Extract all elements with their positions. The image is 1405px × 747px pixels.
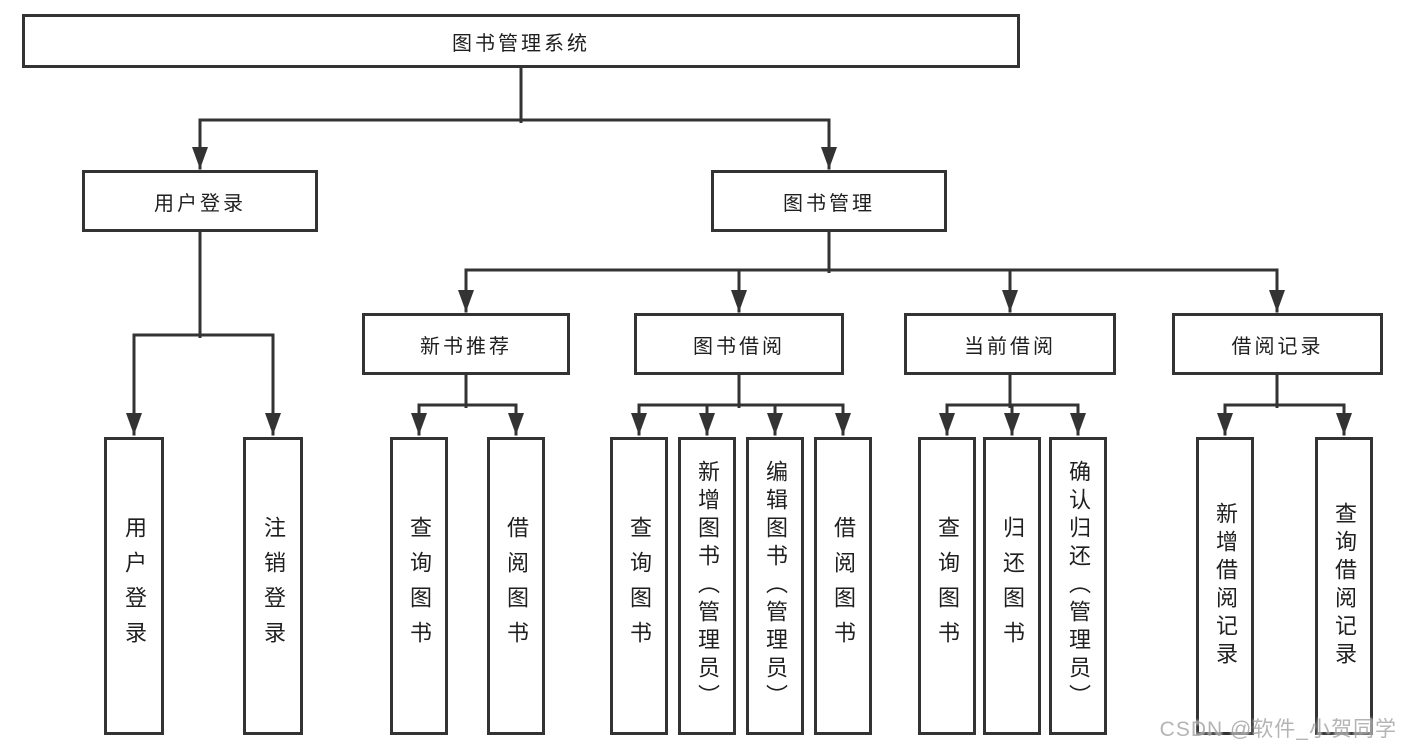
node-user-login: 用户登录 — [82, 170, 318, 232]
node-book-borrowing: 图书借阅 — [634, 313, 844, 375]
leaf-return-books: 归还图书 — [983, 437, 1041, 735]
node-label: 当前借阅 — [964, 335, 1056, 358]
leaf-label: 查询图书 — [935, 516, 960, 656]
leaf-label: 确认归还（管理员） — [1066, 460, 1091, 712]
edge-new-book-recommend-to-leaves — [411, 373, 524, 436]
leaf-edit-books-admin: 编辑图书（管理员） — [746, 437, 804, 735]
leaf-query-borrow-record: 查询借阅记录 — [1315, 437, 1373, 735]
node-root-system: 图书管理系统 — [22, 14, 1020, 68]
leaf-logout: 注销登录 — [243, 437, 303, 735]
leaf-label: 查询借阅记录 — [1332, 502, 1357, 670]
node-label: 新书推荐 — [420, 335, 512, 358]
leaf-add-borrow-record: 新增借阅记录 — [1196, 437, 1254, 735]
leaf-current-query-books: 查询图书 — [918, 437, 976, 735]
leaf-borrowing-query-books: 查询图书 — [610, 437, 668, 735]
edge-book-management-to-sections — [458, 230, 1285, 313]
leaf-borrowing-borrow-books: 借阅图书 — [814, 437, 872, 735]
edge-book-borrowing-to-leaves — [631, 373, 851, 436]
leaf-label: 注销登录 — [261, 516, 286, 656]
node-label: 用户登录 — [154, 192, 246, 215]
leaf-label: 编辑图书（管理员） — [763, 460, 788, 712]
node-label: 图书管理系统 — [452, 32, 590, 55]
csdn-watermark: CSDN @软件_小贺同学 — [1159, 718, 1397, 741]
leaf-label: 借阅图书 — [831, 516, 856, 656]
node-current-borrowing: 当前借阅 — [904, 313, 1116, 375]
leaf-add-books-admin: 新增图书（管理员） — [678, 437, 736, 735]
node-label: 图书借阅 — [693, 335, 785, 358]
leaf-label: 归还图书 — [1000, 516, 1025, 656]
leaf-label: 查询图书 — [407, 516, 432, 656]
edge-borrowing-records-to-leaves — [1217, 373, 1352, 436]
edge-user-login-to-leaves — [126, 230, 281, 436]
node-label: 借阅记录 — [1231, 335, 1324, 358]
node-new-book-recommend: 新书推荐 — [362, 313, 570, 375]
node-borrowing-records: 借阅记录 — [1172, 313, 1383, 375]
leaf-recommend-query-books: 查询图书 — [390, 437, 448, 735]
leaf-label: 借阅图书 — [504, 516, 529, 656]
leaf-label: 查询图书 — [627, 516, 652, 656]
node-book-management: 图书管理 — [711, 170, 947, 232]
leaf-confirm-return-admin: 确认归还（管理员） — [1049, 437, 1107, 735]
node-label: 图书管理 — [783, 192, 875, 215]
leaf-label: 新增借阅记录 — [1213, 502, 1238, 670]
leaf-user-login: 用户登录 — [104, 437, 164, 735]
edge-root-to-level2 — [192, 66, 837, 170]
leaf-label: 用户登录 — [122, 516, 147, 656]
leaf-recommend-borrow-books: 借阅图书 — [487, 437, 545, 735]
edge-current-borrowing-to-leaves — [939, 373, 1086, 436]
leaf-label: 新增图书（管理员） — [695, 460, 720, 712]
